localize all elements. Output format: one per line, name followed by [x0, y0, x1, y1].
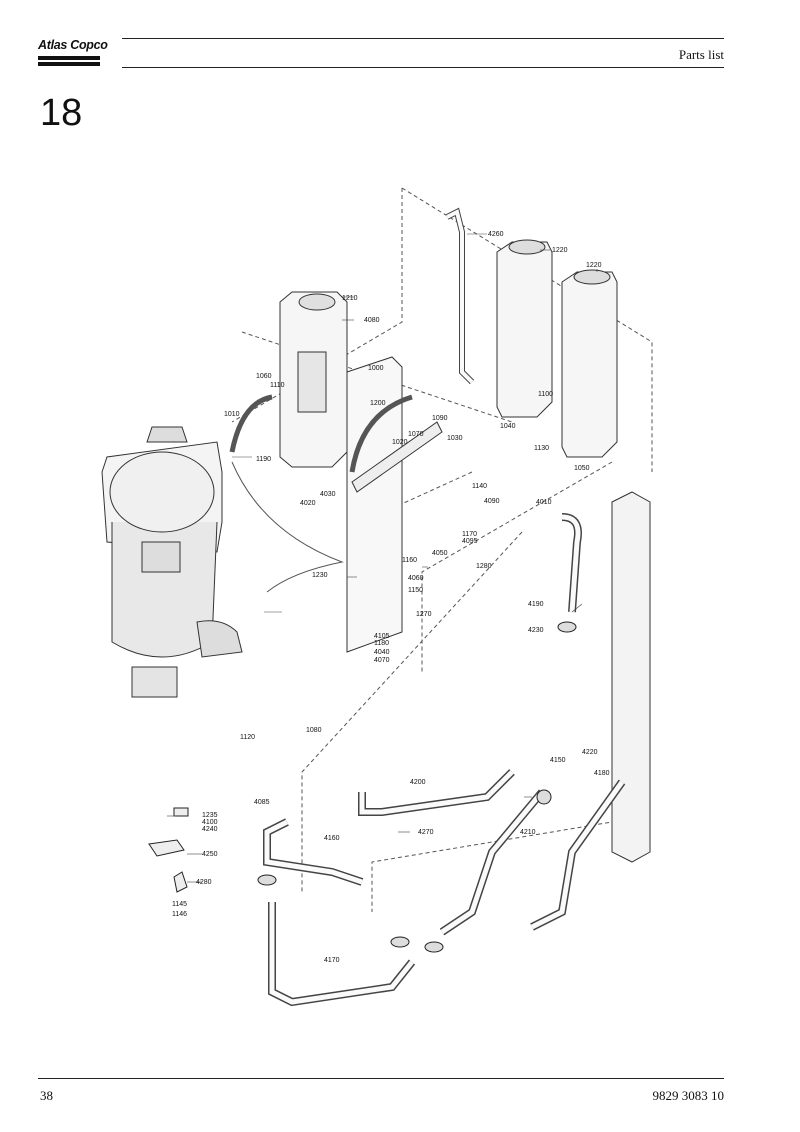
label-1080: 1080 — [306, 727, 322, 734]
label-4090: 4090 — [484, 498, 500, 505]
support-column — [346, 356, 443, 653]
part-4280 — [173, 871, 188, 893]
label-1146: 1146 — [172, 911, 187, 918]
label-4080: 4080 — [364, 317, 380, 324]
page-number: 38 — [40, 1088, 53, 1103]
label-4150: 4150 — [550, 757, 566, 764]
label-4095: 4095 — [462, 538, 478, 545]
header-divider-top — [122, 38, 724, 39]
hose-loop — [231, 461, 344, 593]
label-4200: 4200 — [410, 779, 426, 786]
atlas-copco-logo: Atlas Copco — [38, 36, 108, 68]
label-4030: 4030 — [320, 491, 336, 498]
label-1110: 1110 — [270, 382, 285, 389]
label-1000: 1000 — [368, 365, 384, 372]
label-4240: 4240 — [202, 826, 218, 833]
label-4280: 4280 — [196, 879, 212, 886]
label-1060: 1060 — [256, 373, 272, 380]
label-4060: 4060 — [408, 575, 424, 582]
label-1235: 1235 — [202, 812, 218, 819]
document-number: 9829 3083 10 — [652, 1088, 725, 1103]
header-divider-bottom — [122, 67, 724, 68]
logo-bar — [38, 62, 100, 66]
label-1270: 1270 — [416, 611, 432, 618]
label-1040: 1040 — [500, 423, 516, 430]
label-1170: 1170 — [462, 531, 477, 538]
label-4180: 4180 — [594, 770, 610, 777]
frame-rail — [611, 491, 651, 863]
label-4210: 4210 — [520, 829, 536, 836]
label-1070: 1070 — [408, 431, 424, 438]
cooler-left — [279, 291, 348, 468]
page-title: Parts list — [678, 47, 724, 62]
pipe-4260 — [445, 207, 475, 385]
section-number: 18 — [40, 92, 83, 134]
label-4250: 4250 — [202, 851, 218, 858]
label-1220: 1220 — [552, 247, 568, 254]
label-4190: 4190 — [528, 601, 544, 608]
label-1100: 1100 — [538, 391, 553, 398]
label-4040: 4040 — [374, 649, 390, 656]
valve-4150 — [536, 789, 552, 805]
part-labels: 4260 1220 1220 1210 4080 1060 1110 1010 … — [172, 231, 610, 964]
label-4105: 4105 — [374, 633, 390, 640]
label-1190: 1190 — [256, 456, 271, 463]
label-1180: 1180 — [374, 640, 389, 647]
logo-text: Atlas Copco — [38, 38, 108, 52]
label-1230: 1230 — [312, 572, 328, 579]
label-1150: 1150 — [408, 587, 423, 594]
pipe-4160 — [263, 818, 364, 886]
label-4230: 4230 — [528, 627, 544, 634]
label-1210: 1210 — [342, 295, 358, 302]
label-1050: 1050 — [574, 465, 590, 472]
label-4260: 4260 — [488, 231, 504, 238]
cooler-right-pair — [496, 239, 618, 458]
label-4020: 4020 — [300, 500, 316, 507]
receiver-tank — [101, 426, 243, 698]
footer-divider — [38, 1078, 724, 1079]
label-4220: 4220 — [582, 749, 598, 756]
exploded-parts-diagram: 4260 1220 1220 1210 4080 1060 1110 1010 … — [101, 187, 653, 1007]
label-1030: 1030 — [447, 435, 463, 442]
label-4160: 4160 — [324, 835, 340, 842]
label-4010: 4010 — [536, 499, 552, 506]
clip-1235 — [173, 807, 189, 817]
label-1145: 1145 — [172, 901, 187, 908]
logo-bar — [38, 56, 100, 60]
label-1130: 1130 — [534, 445, 549, 452]
label-4070: 4070 — [374, 657, 390, 664]
label-1280: 1280 — [476, 563, 492, 570]
label-1160: 1160 — [402, 557, 417, 564]
label-1090: 1090 — [432, 415, 448, 422]
hose-1190 — [229, 394, 273, 453]
label-4085: 4085 — [254, 799, 270, 806]
label-1200: 1200 — [370, 400, 386, 407]
label-1010: 1010 — [224, 411, 240, 418]
label-4050: 4050 — [432, 550, 448, 557]
label-1120: 1120 — [240, 734, 255, 741]
label-1020: 1020 — [392, 439, 408, 446]
label-1220b: 1220 — [586, 262, 602, 269]
label-4170: 4170 — [324, 957, 340, 964]
label-4100: 4100 — [202, 819, 218, 826]
hose-1200 — [349, 394, 413, 473]
label-4270: 4270 — [418, 829, 434, 836]
label-1140: 1140 — [472, 483, 487, 490]
bracket-4250 — [148, 839, 185, 857]
